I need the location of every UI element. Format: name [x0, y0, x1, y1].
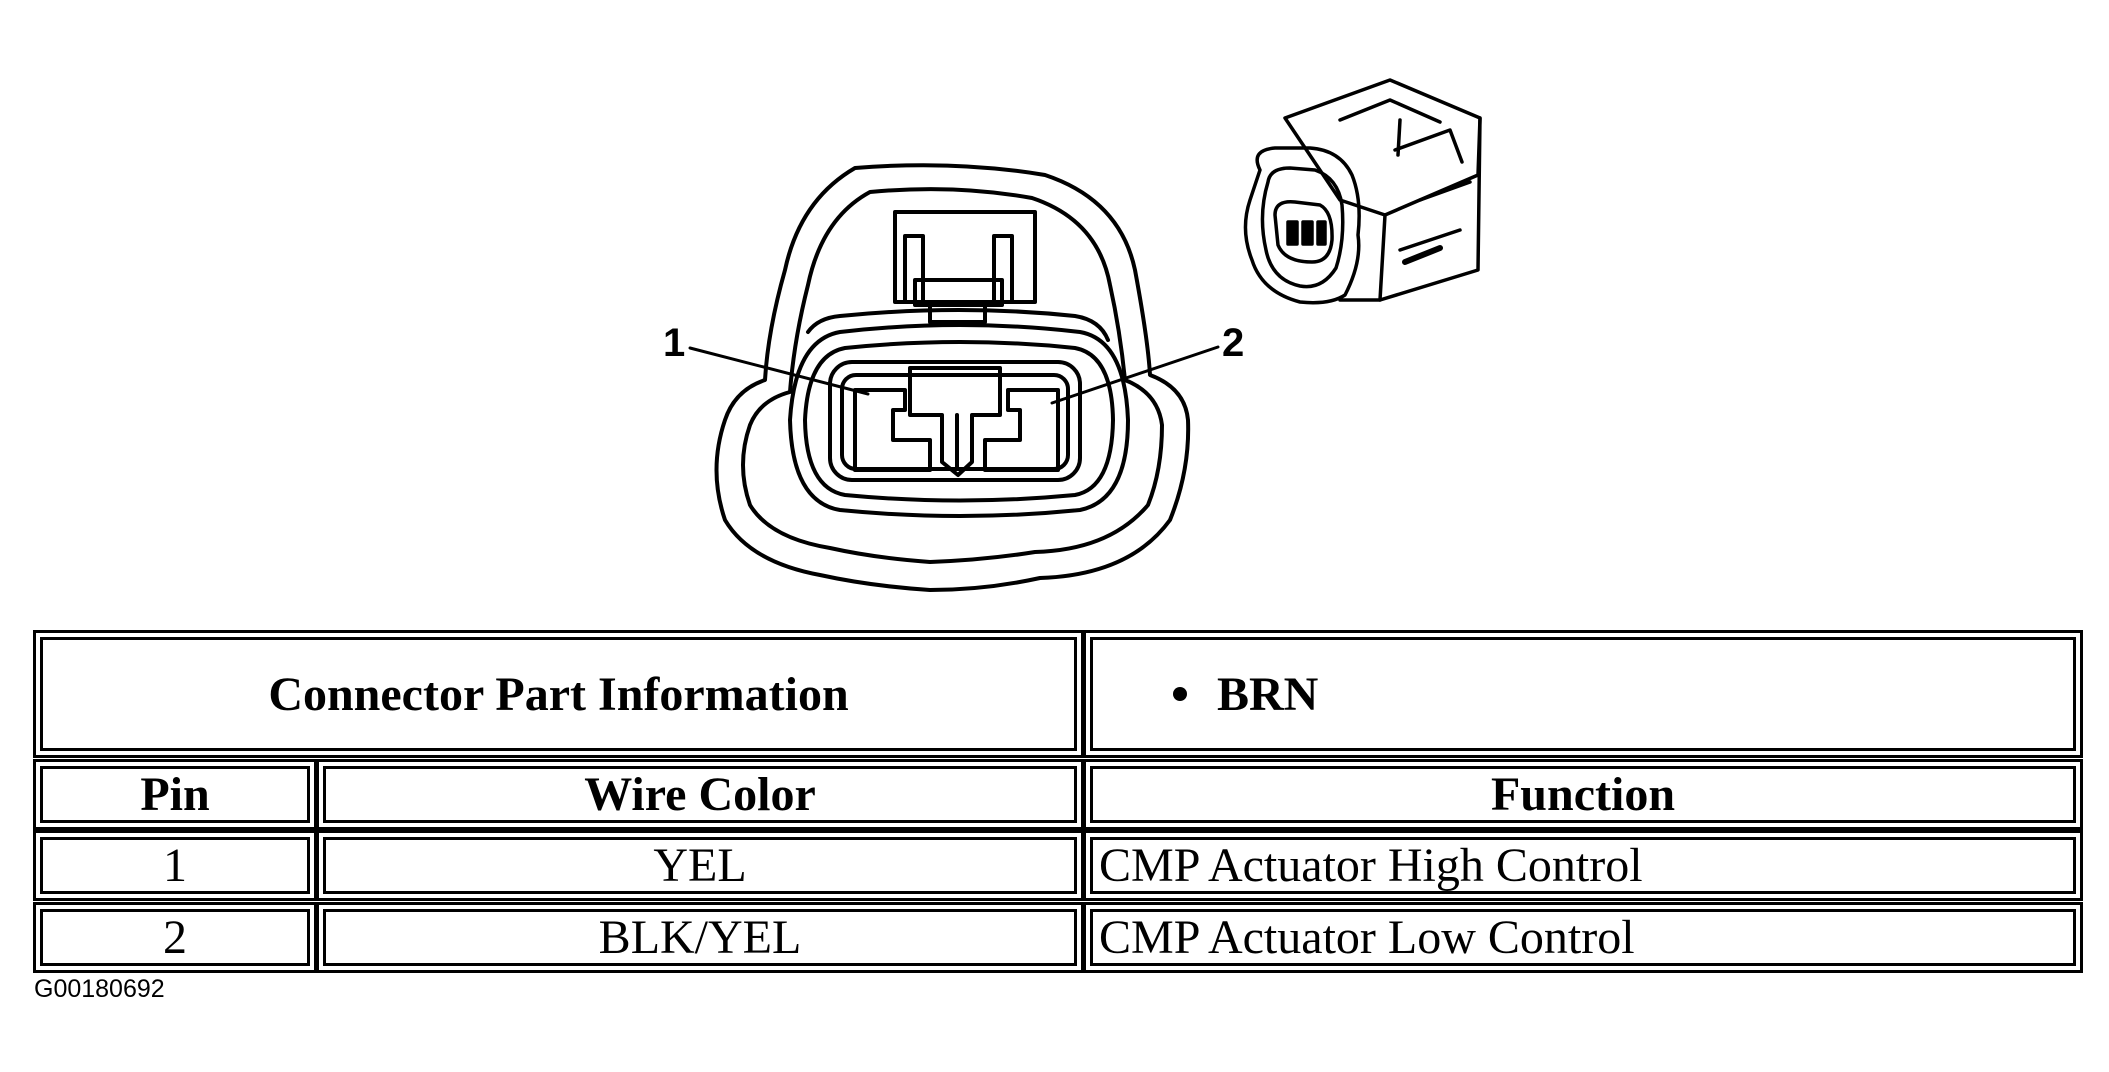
- connector-latch: [893, 210, 1037, 304]
- pin-2-leader: [1050, 345, 1220, 405]
- part-info-value-cell: BRN: [1083, 630, 2083, 758]
- pin-1-terminal: [853, 388, 932, 472]
- row-2-function: CMP Actuator Low Control: [1099, 911, 1635, 964]
- table-row-2-pin-cell: 2: [33, 902, 317, 973]
- connector-front-face: [1243, 146, 1361, 305]
- connector-isometric-view: [1243, 78, 1482, 305]
- pin-1-leader: [688, 346, 870, 396]
- table-row-2-wire-color-cell: BLK/YEL: [316, 902, 1084, 973]
- pin-2-label: 2: [1222, 321, 1244, 365]
- function-header-cell: Function: [1083, 759, 2083, 830]
- wire-color-header: Wire Color: [584, 768, 816, 821]
- connector-face-view: [714, 163, 1191, 592]
- table-row-1-wire-color-cell: YEL: [316, 830, 1084, 901]
- connector-part-info-title-cell: Connector Part Information: [33, 630, 1084, 758]
- pin-2-terminal: [983, 388, 1060, 472]
- table-row-1-pin-cell: 1: [33, 830, 317, 901]
- part-info-value: BRN: [1217, 667, 1319, 721]
- pin-header-cell: Pin: [33, 759, 317, 830]
- bullet-icon: [1173, 687, 1187, 701]
- figure-id: G00180692: [34, 975, 165, 1003]
- table-row-1-function-cell: CMP Actuator High Control: [1083, 830, 2083, 901]
- connector-part-info-title: Connector Part Information: [268, 667, 849, 721]
- row-1-pin: 1: [163, 839, 187, 892]
- function-header: Function: [1490, 768, 1676, 821]
- row-2-pin: 2: [163, 911, 187, 964]
- connector-drawing: 1 2: [663, 78, 1482, 592]
- connector-outer-shell: [714, 163, 1191, 592]
- pin-1-label: 1: [663, 321, 685, 365]
- pin-header: Pin: [140, 768, 210, 821]
- row-1-wire-color: YEL: [653, 839, 747, 892]
- row-2-wire-color: BLK/YEL: [598, 911, 802, 964]
- wire-color-header-cell: Wire Color: [316, 759, 1084, 830]
- row-1-function: CMP Actuator High Control: [1099, 839, 1643, 892]
- table-row-2-function-cell: CMP Actuator Low Control: [1083, 902, 2083, 973]
- connector-cavity: [828, 360, 1082, 482]
